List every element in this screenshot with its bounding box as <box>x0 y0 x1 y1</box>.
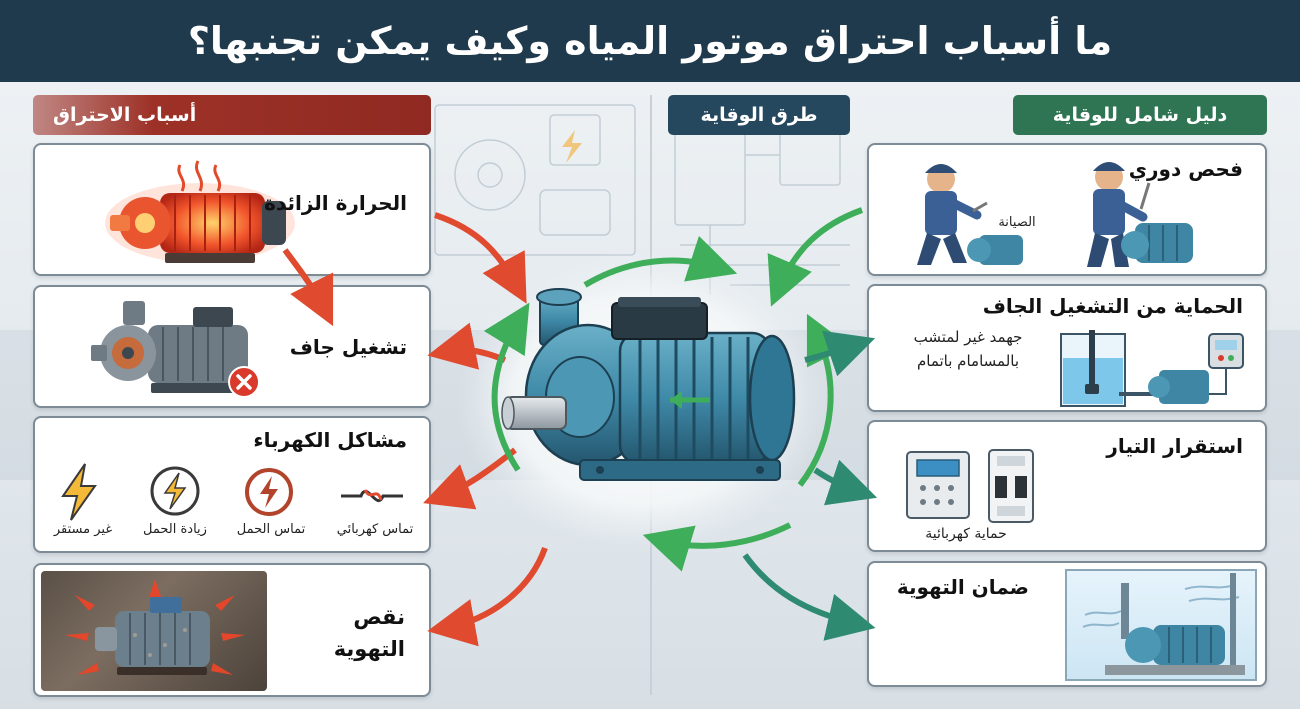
wire-short-icon <box>341 489 403 503</box>
hot-motor-icon <box>105 160 295 263</box>
prevention-card-dry-run: الحماية من التشغيل الجاف جهمد غير لمتشب … <box>867 284 1267 412</box>
water-tank-sensor-icon <box>1060 330 1244 407</box>
prevention-inspection-title: فحص دوري <box>1128 157 1243 181</box>
pump-motor-icon <box>91 301 248 393</box>
arrow-cycle-top <box>583 235 738 288</box>
breaker-icon <box>988 449 1034 523</box>
cause-heat-title: الحرارة الزائدة <box>264 191 407 215</box>
prevention-dry-run-title: الحماية من التشغيل الجاف <box>982 294 1243 318</box>
electric-item-load-contact: تماس الحمل <box>236 522 306 537</box>
water-pump-motor-icon <box>501 288 796 481</box>
lightning-circle-icon <box>150 466 200 516</box>
error-x-icon <box>228 366 260 398</box>
header-bar: ما أسباب احتراق موتور المياه وكيف يمكن ت… <box>0 0 1300 82</box>
arrow-pump-to-ventilation <box>427 546 548 647</box>
technician-icon <box>1087 162 1193 267</box>
electric-item-short-circuit: تماس كهربائي <box>336 522 414 537</box>
cause-electric-title: مشاكل الكهرباء <box>253 428 407 452</box>
prevention-inspection-label: الصيانة <box>998 215 1036 230</box>
causes-section-tag: أسباب الاحتراق <box>33 95 431 135</box>
arrow-pump-to-ventilation-assure <box>742 553 876 641</box>
prevention-card-current: استقرار التيار حماية كهربائية <box>867 420 1267 552</box>
arrow-pump-to-dry <box>427 322 507 370</box>
electric-item-overload: زيادة الحمل <box>143 522 207 537</box>
prevention-dry-run-text-1: جهمد غير لمتشب <box>913 328 1023 346</box>
cause-dry-run-title: تشغيل جاف <box>289 335 407 359</box>
arrow-cycle-bottom <box>642 522 792 572</box>
cause-ventilation-line2: التهوية <box>333 637 405 661</box>
lightning-circle-icon <box>245 468 293 516</box>
prevention-current-label: حماية كهربائية <box>925 526 1007 542</box>
prevention-current-title: استقرار التيار <box>1106 434 1243 458</box>
arrow-cycle-left <box>483 302 530 472</box>
cause-card-ventilation: نقص التهوية <box>33 563 431 697</box>
cause-card-dry-run: تشغيل جاف <box>33 285 431 408</box>
lightning-icon <box>61 463 97 521</box>
cause-card-heat: الحرارة الزائدة <box>33 143 431 276</box>
overheated-motor-icon <box>65 579 245 675</box>
fan-airflow-icon <box>1082 573 1245 675</box>
prevention-ventilation-title: ضمان التهوية <box>896 575 1029 599</box>
control-panel-icon <box>906 451 970 519</box>
methods-section-tag: طرق الوقاية <box>668 95 850 135</box>
prevention-dry-run-text-2: بالمسامام باتمام <box>916 352 1020 370</box>
arrow-heat-to-dry <box>282 248 334 327</box>
cause-ventilation-line1: نقص <box>353 605 405 629</box>
arrow-pump-to-current <box>813 459 878 506</box>
technician-icon <box>917 164 1023 265</box>
guide-section-tag: دليل شامل للوقاية <box>1013 95 1267 135</box>
prevention-card-inspection: فحص دوري الصيانة <box>867 143 1267 276</box>
page-title: ما أسباب احتراق موتور المياه وكيف يمكن ت… <box>187 19 1113 63</box>
arrow-heat-to-pump <box>434 212 527 304</box>
arrow-pump-to-dry-protection <box>804 330 876 377</box>
electric-item-unstable: غير مستقر <box>53 522 113 537</box>
arrow-pump-to-electric <box>423 447 517 510</box>
arrow-inspection-to-pump <box>767 207 864 307</box>
